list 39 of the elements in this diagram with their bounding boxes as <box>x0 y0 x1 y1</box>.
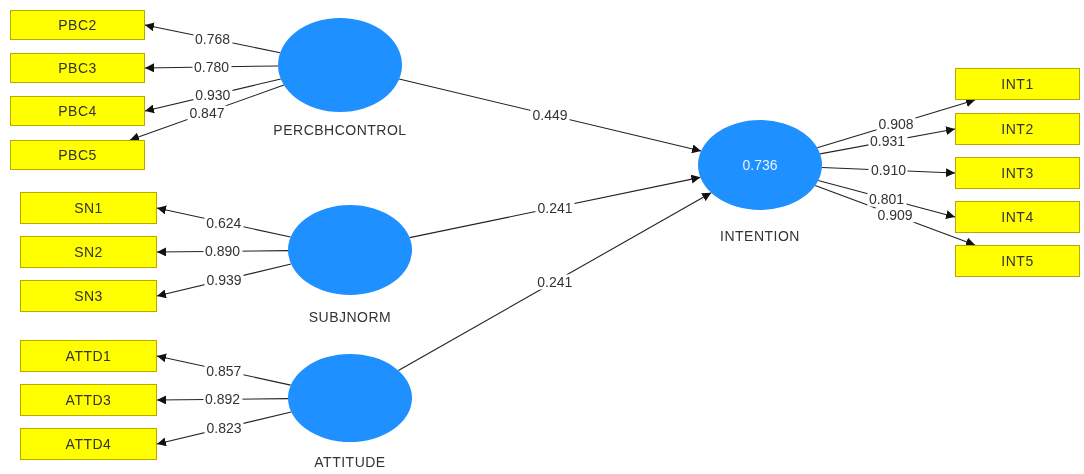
construct-label: PERCBHCONTROL <box>273 122 407 138</box>
indicator-box: SN3 <box>20 280 157 312</box>
edge-label: 0.780 <box>192 59 231 75</box>
indicator-box: PBC3 <box>10 53 145 83</box>
edge-label: 0.624 <box>204 215 244 231</box>
edge-label: 0.939 <box>204 272 244 288</box>
edge-label: 0.931 <box>868 133 908 149</box>
indicator-box: INT5 <box>955 245 1080 277</box>
edge-label: 0.890 <box>203 243 242 259</box>
r-squared-value: 0.736 <box>742 157 778 173</box>
edge-label: 0.768 <box>193 31 233 47</box>
construct-label: ATTITUDE <box>314 454 386 470</box>
indicator-box: SN2 <box>20 236 157 268</box>
indicator-box: INT4 <box>955 201 1080 233</box>
construct-label: SUBJNORM <box>308 309 392 325</box>
indicator-box: INT1 <box>955 68 1080 100</box>
edge-label: 0.930 <box>193 87 233 103</box>
construct-label: INTENTION <box>720 228 800 244</box>
indicator-box: ATTD4 <box>20 428 157 460</box>
indicator-box: ATTD1 <box>20 340 157 372</box>
edge-label: 0.241 <box>535 200 575 215</box>
edge-label: 0.908 <box>876 116 916 132</box>
indicator-box: PBC5 <box>10 140 145 170</box>
edge-label: 0.823 <box>204 420 244 436</box>
edge-label: 0.801 <box>867 191 907 207</box>
indicator-box: INT3 <box>955 157 1080 189</box>
arrow <box>397 192 712 372</box>
edge-label: 0.449 <box>530 107 570 123</box>
edge-label: 0.909 <box>875 207 915 223</box>
edge-label: 0.241 <box>535 274 575 290</box>
indicator-box: INT2 <box>955 113 1080 145</box>
indicator-box: ATTD3 <box>20 384 157 416</box>
indicator-box: SN1 <box>20 192 157 224</box>
indicator-box: PBC2 <box>10 10 145 40</box>
edge-label: 0.857 <box>204 363 244 379</box>
indicator-box: PBC4 <box>10 96 145 126</box>
edge-label: 0.910 <box>868 162 908 178</box>
edge-label: 0.847 <box>187 105 227 120</box>
edge-label: 0.892 <box>203 391 242 407</box>
